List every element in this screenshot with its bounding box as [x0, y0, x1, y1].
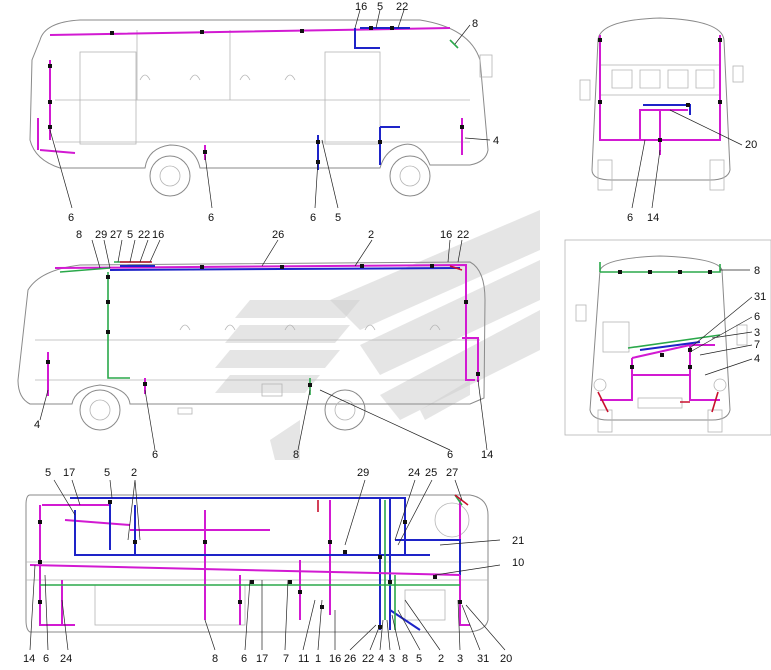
- callout-side-right-9: 5: [335, 212, 341, 224]
- callout-plan-bottom-9: 1: [315, 653, 321, 665]
- callout-side-left-12: 6: [152, 449, 158, 461]
- rear-body-outline: [591, 17, 731, 181]
- plan-view: [25, 479, 506, 651]
- callout-rear-1: 20: [745, 139, 757, 151]
- rear-wheel-left: [324, 389, 366, 431]
- side-view-right: [29, 9, 493, 209]
- callout-plan-bottom-18: 3: [457, 653, 463, 665]
- rear-wheel: [149, 155, 191, 197]
- callout-side-left-11: 4: [34, 419, 40, 431]
- callout-plan-bottom-15: 8: [402, 653, 408, 665]
- callout-plan-top-7: 25: [425, 467, 437, 479]
- callout-side-left-1: 8: [76, 229, 82, 241]
- watermark-logo: [215, 210, 540, 460]
- callout-side-left-10: 22: [457, 229, 469, 241]
- callout-plan-bottom-3: 24: [60, 653, 72, 665]
- front-wheel: [389, 155, 431, 197]
- callout-plan-bottom-2: 6: [43, 653, 49, 665]
- callout-plan-right-1: 21: [512, 535, 524, 547]
- callout-side-left-7: 26: [272, 229, 284, 241]
- callout-plan-bottom-12: 22: [362, 653, 374, 665]
- callout-side-left-14: 6: [447, 449, 453, 461]
- front-wheel-left: [79, 389, 121, 431]
- callout-plan-top-3: 5: [104, 467, 110, 479]
- callout-side-left-15: 14: [481, 449, 493, 461]
- callout-plan-bottom-20: 20: [500, 653, 512, 665]
- callout-plan-right-2: 10: [512, 557, 524, 569]
- callout-side-right-5: 4: [493, 135, 499, 147]
- callout-front-6: 4: [754, 353, 760, 365]
- callout-plan-bottom-6: 17: [256, 653, 268, 665]
- callout-front-3: 6: [754, 311, 760, 323]
- callout-front-1: 8: [754, 265, 760, 277]
- callout-plan-bottom-11: 26: [344, 653, 356, 665]
- front-body-outline: [589, 255, 731, 421]
- callout-side-right-2: 5: [377, 1, 383, 13]
- callout-plan-top-2: 17: [63, 467, 75, 479]
- callout-side-right-8: 6: [310, 212, 316, 224]
- callout-front-2: 31: [754, 291, 766, 303]
- callout-front-4: 3: [754, 327, 760, 339]
- callout-side-left-2: 29: [95, 229, 107, 241]
- callout-plan-top-1: 5: [45, 467, 51, 479]
- callout-side-left-3: 27: [110, 229, 122, 241]
- steering-wheel: [434, 502, 470, 538]
- callout-side-left-6: 16: [152, 229, 164, 241]
- callout-plan-top-6: 24: [408, 467, 420, 479]
- callout-plan-top-8: 27: [446, 467, 458, 479]
- callout-side-left-13: 8: [293, 449, 299, 461]
- callout-side-left-9: 16: [440, 229, 452, 241]
- plan-body-outline: [25, 494, 489, 633]
- callout-plan-bottom-16: 5: [416, 653, 422, 665]
- callout-plan-bottom-8: 11: [298, 653, 309, 665]
- callout-side-right-3: 22: [396, 1, 408, 13]
- callout-side-right-6: 6: [68, 212, 74, 224]
- callout-side-right-7: 6: [208, 212, 214, 224]
- callout-plan-top-4: 2: [131, 467, 137, 479]
- side-view-left: [17, 239, 488, 451]
- bus-body-outline-left: [17, 261, 486, 405]
- callout-side-right-4: 8: [472, 18, 478, 30]
- callout-side-left-5: 22: [138, 229, 150, 241]
- callout-plan-bottom-4: 8: [212, 653, 218, 665]
- front-view: [575, 255, 753, 433]
- bus-body-outline: [29, 19, 489, 169]
- callout-front-5: 7: [754, 339, 760, 351]
- callout-plan-bottom-19: 31: [477, 653, 489, 665]
- callout-rear-2: 6: [627, 212, 633, 224]
- callout-side-left-4: 5: [127, 229, 133, 241]
- callout-plan-bottom-5: 6: [241, 653, 247, 665]
- callout-plan-bottom-1: 14: [23, 653, 35, 665]
- rear-view: [579, 17, 744, 209]
- callout-plan-bottom-10: 16: [329, 653, 341, 665]
- callout-plan-bottom-14: 3: [389, 653, 395, 665]
- callout-rear-3: 14: [647, 212, 659, 224]
- callout-side-left-8: 2: [368, 229, 374, 241]
- callout-plan-bottom-17: 2: [438, 653, 444, 665]
- callout-side-right-1: 16: [355, 1, 367, 13]
- callout-plan-bottom-7: 7: [283, 653, 289, 665]
- front-view-frame: [564, 239, 771, 436]
- callout-plan-bottom-13: 4: [378, 653, 384, 665]
- callout-plan-top-5: 29: [357, 467, 369, 479]
